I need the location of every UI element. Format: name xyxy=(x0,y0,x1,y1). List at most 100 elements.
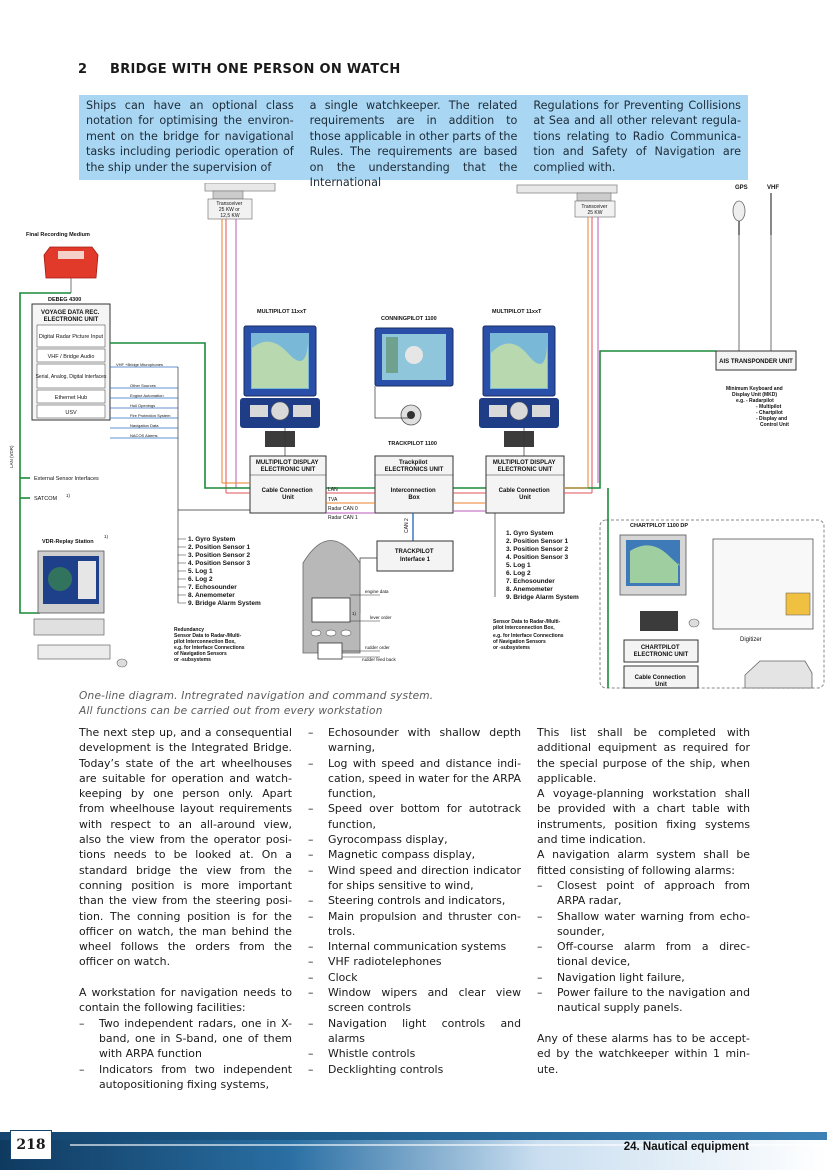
recording-capsule-icon xyxy=(43,246,99,279)
list-item: Clock xyxy=(308,970,521,986)
keyboard-icon xyxy=(37,644,111,660)
debeg-label: DEBEG 4300 xyxy=(48,297,81,303)
sensor-list-right: 1. Gyro System 2. Position Sensor 1 3. P… xyxy=(506,530,579,601)
page-number: 218 xyxy=(10,1130,52,1160)
list-item: Gyrocompass display, xyxy=(308,832,521,848)
list-item: Magnetic compass display, xyxy=(308,847,521,863)
external-sensor-label: External Sensor Interfaces xyxy=(34,476,99,482)
column-1: The next step up, and a consequential de… xyxy=(79,725,292,1092)
svg-text:TRACKPILOT Interface 1: TRACKPILOT Interface 1 xyxy=(395,549,435,563)
svg-text:Serial, Analog, Digital Interf: Serial, Analog, Digital Interfaces xyxy=(36,374,107,380)
col3-paragraph-1: This list shall be completed with additi… xyxy=(537,726,750,785)
intro-column-2: a single watchkeeper. The related requir… xyxy=(309,99,518,190)
list-item: Navigation light controls and alarms xyxy=(308,1016,521,1047)
chartpilot-electronic-unit xyxy=(623,639,699,663)
chartpilot-area xyxy=(599,519,825,689)
redundancy-note-right: Sensor Data to Radar-/Multi- pilot Inter… xyxy=(493,619,565,651)
col3-paragraph-4: Any of these alarms has to be accept-ed … xyxy=(537,1031,750,1076)
ais-transponder-unit xyxy=(715,350,797,371)
svg-text:Interconnection Box: Interconnection Box xyxy=(391,488,438,501)
section-number: 2 xyxy=(78,62,88,77)
bus-labels: LAN TVA Radar CAN 0 Radar CAN 1 xyxy=(328,487,359,521)
chapter-title: 24. Nautical equipment xyxy=(623,1141,749,1153)
body-columns: The next step up, and a consequential de… xyxy=(79,725,751,1092)
multipilot-left-keypad-icon xyxy=(265,431,295,447)
svg-text:Cable Connection Unit: Cable Connection Unit xyxy=(262,488,315,501)
col3-paragraph-3: A navigation alarm system shall be fitte… xyxy=(537,848,750,877)
vdr-input-labels: VHF +Bridge Microphones Other Sources En… xyxy=(116,362,172,438)
multipilot-right-electronic-unit xyxy=(485,455,565,514)
transceiver-right-label: Transceiver 25 KW xyxy=(581,204,608,216)
list-item: Two independent radars, one in X-band, o… xyxy=(79,1016,292,1062)
transceiver-right xyxy=(574,200,616,218)
svg-text:Ethernet Hub: Ethernet Hub xyxy=(55,395,87,401)
col1-paragraph-2: A workstation for navigation needs to co… xyxy=(79,986,292,1015)
radar-antenna-right xyxy=(516,184,618,194)
list-item: Navigation light failure, xyxy=(537,970,750,986)
list-item: Whistle controls xyxy=(308,1046,521,1062)
intro-column-3: Regulations for Preventing Collisions at… xyxy=(533,99,742,174)
list-item: Echosounder with shallow depth warning, xyxy=(308,725,521,756)
list-item: Wind speed and direction indicator for s… xyxy=(308,863,521,894)
digitizer-table-icon xyxy=(712,538,814,630)
lan-vdr-label: LAN (VDR) xyxy=(9,445,14,468)
figure-caption: One-line diagram. Intregrated navigation… xyxy=(79,689,433,719)
list-item: Internal communication systems xyxy=(308,939,521,955)
printer-icon xyxy=(744,660,813,689)
mouse-icon xyxy=(116,658,128,668)
column-2: Echosounder with shallow depth warning, … xyxy=(308,725,521,1092)
section-heading: 2 BRIDGE WITH ONE PERSON ON WATCH xyxy=(78,62,401,77)
radar-antenna-left xyxy=(204,183,276,192)
transceiver-left xyxy=(207,198,253,220)
list-item: Window wipers and clear view screen cont… xyxy=(308,985,521,1016)
trackpilot-electronic-unit xyxy=(374,455,454,514)
svg-text:MULTIPILOT DISPLAY ELECTRO: MULTIPILOT DISPLAY ELECTRONIC UNIT xyxy=(493,460,557,473)
svg-text:USV: USV xyxy=(65,410,77,416)
trackpilot-label: TRACKPILOT 1100 xyxy=(388,441,437,447)
caption-line-1: One-line diagram. Intregrated navigation… xyxy=(79,690,434,702)
list-item: Indicators from two independent autoposi… xyxy=(79,1062,292,1093)
chartpilot-trackball-icon xyxy=(688,618,700,628)
multipilot-right-keypad-icon xyxy=(504,431,534,447)
list-item: Steering controls and indicators, xyxy=(308,893,521,909)
sensor-list-left: 1. Gyro System 2. Position Sensor 1 3. P… xyxy=(188,536,261,607)
can2-label: CAN 2 xyxy=(404,518,410,533)
svg-text:VHF / Bridge Audio: VHF / Bridge Audio xyxy=(48,354,95,360)
intro-box: Ships can have an optional class notatio… xyxy=(79,95,748,190)
svg-text:CHARTPILOT ELECTRONIC UNIT: CHARTPILOT ELECTRONIC UNIT xyxy=(634,645,689,658)
chartpilot-keypad-icon xyxy=(640,611,678,631)
mkd-note: Minimum Keyboard and Display Unit (MKD) … xyxy=(726,386,789,428)
list-item: Main propulsion and thruster con-trols. xyxy=(308,909,521,940)
column-3: This list shall be completed with additi… xyxy=(537,725,750,1092)
list-item: Closest point of approach from ARPA rada… xyxy=(537,878,750,909)
svg-text:Cable Connection Unit: Cable Connection Unit xyxy=(499,488,552,501)
intro-column-1: Ships can have an optional class notatio… xyxy=(86,99,294,174)
svg-text:Digital Radar Picture Input: Digital Radar Picture Input xyxy=(39,334,104,340)
transceiver-left-label: Transceiver 25 KW or 12,5 KW xyxy=(216,201,243,219)
svg-text:1): 1) xyxy=(66,493,71,498)
col2-list: Echosounder with shallow depth warning, … xyxy=(308,725,521,1077)
svg-text:1): 1) xyxy=(352,611,357,616)
ship-outline-icon xyxy=(302,540,361,654)
svg-text:VOYAGE DATA REC. ELECTRONI: VOYAGE DATA REC. ELECTRONIC UNIT xyxy=(41,310,101,323)
final-recording-label: Final Recording Medium xyxy=(26,232,90,238)
list-item: Speed over bottom for autotrack function… xyxy=(308,801,521,832)
svg-text:1): 1) xyxy=(104,534,109,539)
navigation-system-diagram: Transceiver 25 KW or 12,5 KW Transceiver… xyxy=(9,183,825,689)
vdr-rows: Digital Radar Picture Input VHF / Bridge… xyxy=(36,324,107,419)
svg-text:Cable Connection Unit: Cable Connection Unit xyxy=(635,675,688,688)
ship-labels: engine data lever order rudder order rud… xyxy=(362,589,397,662)
gps-antenna-icon xyxy=(732,200,746,222)
list-item: Off-course alarm from a direc-tional dev… xyxy=(537,939,750,970)
col1-list: Two independent radars, one in X-band, o… xyxy=(79,1016,292,1092)
svg-text:Trackpilot ELECTRONICS UNI: Trackpilot ELECTRONICS UNIT xyxy=(385,460,444,473)
multipilot-left-electronic-unit xyxy=(249,455,327,514)
list-item: Decklighting controls xyxy=(308,1062,521,1078)
page-footer xyxy=(0,1126,827,1170)
gps-label: GPS xyxy=(735,185,748,191)
satcom-label: SATCOM xyxy=(34,496,58,502)
section-title: BRIDGE WITH ONE PERSON ON WATCH xyxy=(110,62,401,77)
vdr-replay-label: VDR-Replay Station xyxy=(42,539,94,545)
pc-case-icon xyxy=(33,618,105,636)
col3-list: Closest point of approach from ARPA rada… xyxy=(537,878,750,1016)
